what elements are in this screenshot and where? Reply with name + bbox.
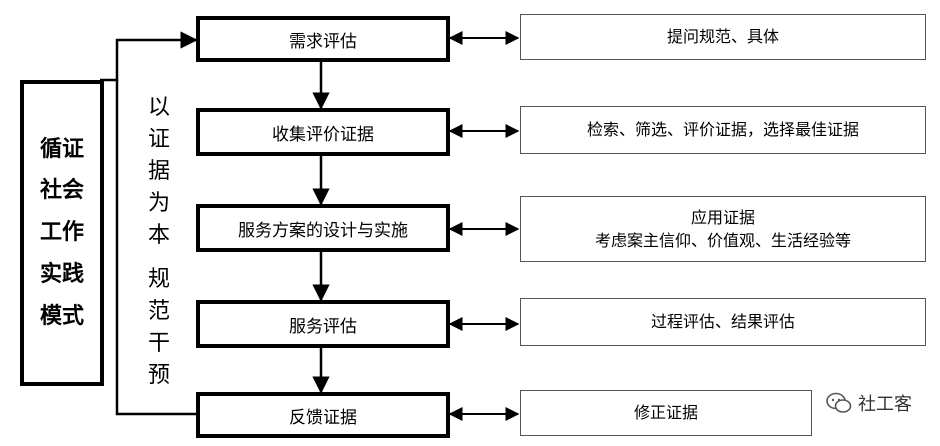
model-title-line: 循证 — [39, 136, 84, 162]
desc-needs-assessment: 提问规范、具体 — [520, 14, 926, 60]
step-label: 反馈证据 — [289, 407, 357, 428]
model-title-line: 工作 — [39, 220, 84, 246]
desc-feedback-evidence: 修正证据 — [520, 390, 812, 436]
step-service-design: 服务方案的设计与实施 — [196, 204, 450, 252]
side-label-char: 证 — [148, 127, 171, 153]
desc-service-evaluation: 过程评估、结果评估 — [520, 298, 926, 346]
desc-text: 过程评估、结果评估 — [650, 312, 795, 332]
side-label-bottom: 规 范 干 预 — [148, 264, 170, 392]
side-label-char: 干 — [148, 331, 171, 357]
side-label-char: 规 — [148, 267, 171, 292]
wechat-icon — [826, 392, 852, 413]
side-label-char: 范 — [148, 299, 171, 325]
step-label: 收集评价证据 — [272, 124, 374, 145]
step-collect-evidence: 收集评价证据 — [196, 108, 450, 156]
side-label-char: 预 — [148, 363, 171, 389]
step-label: 需求评估 — [289, 31, 357, 52]
step-feedback-evidence: 反馈证据 — [196, 392, 450, 438]
desc-text: 检索、筛选、评价证据，选择最佳证据 — [586, 120, 859, 140]
loop-line-bottom — [115, 80, 196, 416]
model-title-line: 模式 — [39, 303, 84, 329]
side-label-char: 本 — [148, 223, 171, 249]
side-label-char: 据 — [148, 159, 171, 185]
step-label: 服务评估 — [289, 316, 357, 337]
watermark-text: 社工客 — [858, 394, 912, 415]
side-label-top: 以 证 据 为 本 — [148, 92, 170, 253]
desc-text: 考虑案主信仰、价值观、生活经验等 — [594, 231, 851, 250]
step-service-evaluation: 服务评估 — [196, 300, 450, 348]
step-label: 服务方案的设计与实施 — [238, 220, 408, 241]
side-label-char: 为 — [148, 191, 171, 217]
desc-text: 应用证据 — [690, 207, 755, 227]
model-title-box: 循证 社会 工作 实践 模式 — [20, 80, 104, 386]
model-title-line: 实践 — [39, 261, 84, 287]
desc-service-design: 应用证据 考虑案主信仰、价值观、生活经验等 — [520, 196, 926, 262]
step-needs-assessment: 需求评估 — [196, 16, 450, 62]
desc-text: 提问规范、具体 — [666, 27, 779, 47]
loop-line — [100, 31, 198, 82]
side-label-char: 以 — [148, 95, 171, 120]
desc-text: 修正证据 — [633, 403, 698, 423]
watermark: 社工客 — [826, 390, 912, 416]
desc-collect-evidence: 检索、筛选、评价证据，选择最佳证据 — [520, 106, 926, 154]
model-title-line: 社会 — [39, 178, 84, 204]
